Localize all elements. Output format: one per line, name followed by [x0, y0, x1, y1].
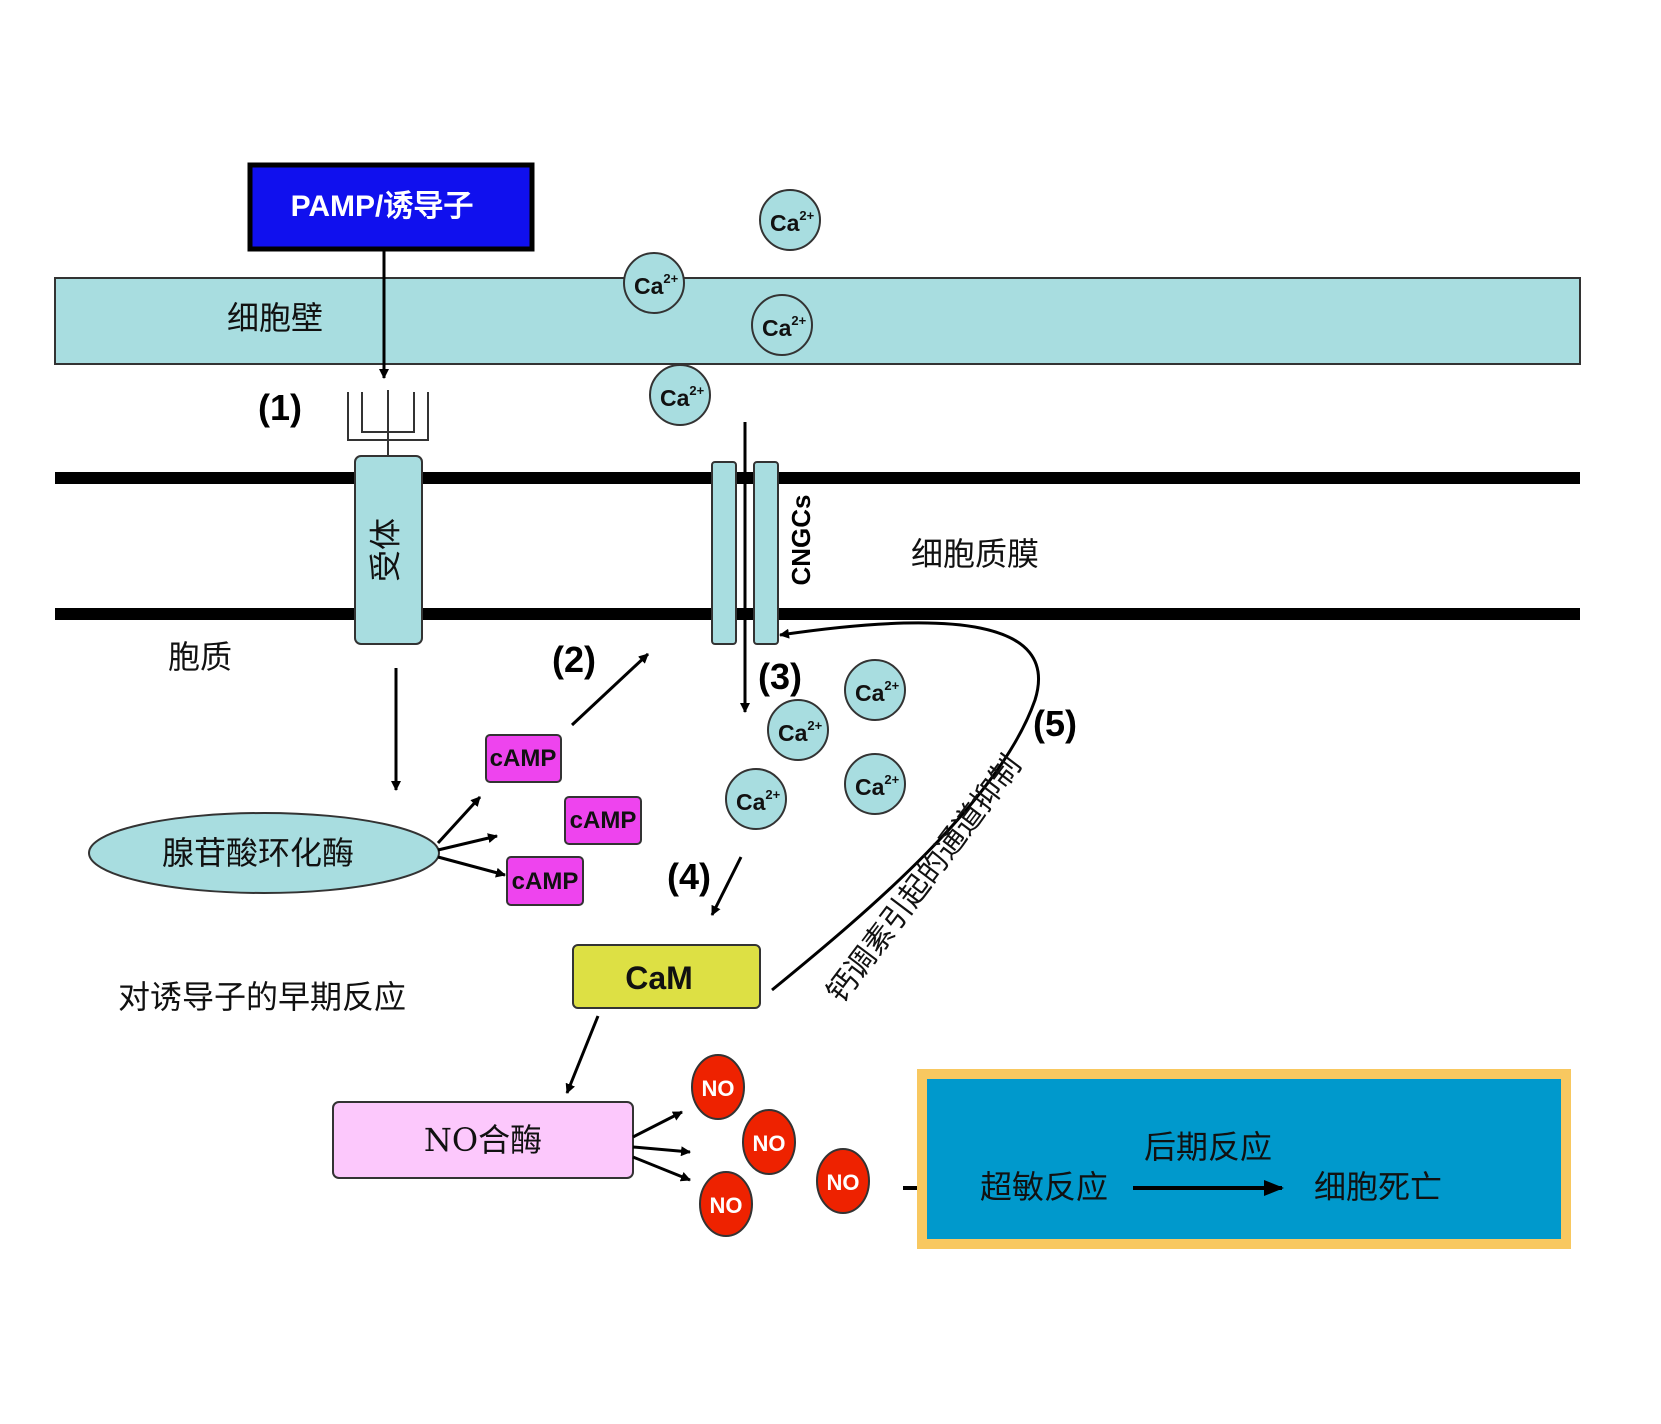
pamp-elicitor-box: PAMP/诱导子: [247, 162, 535, 252]
no-molecule: NO: [742, 1109, 796, 1175]
calcium-ion: Ca2+: [767, 699, 829, 761]
late-response-box: 后期反应 超敏反应 细胞死亡: [917, 1069, 1571, 1249]
svg-text:Ca2+: Ca2+: [762, 313, 807, 341]
no-label: NO: [827, 1170, 860, 1195]
adenylate-cyclase: 腺苷酸环化酶: [88, 812, 440, 894]
pamp-label: PAMP/诱导子: [291, 190, 474, 223]
receptor-label: 受体: [367, 518, 405, 582]
calcium-to-cam-arrow: [710, 856, 743, 916]
camp-label: cAMP: [512, 868, 579, 895]
no-label: NO: [702, 1076, 735, 1101]
step-1-label: (1): [258, 387, 302, 428]
cell-death-label: 细胞死亡: [1314, 1168, 1442, 1206]
step-3-label: (3): [758, 656, 802, 697]
cam-to-nos-arrow: [565, 1015, 600, 1094]
cam-label: CaM: [625, 960, 693, 996]
cngc-channel: CNGCs: [711, 461, 816, 645]
no-molecule: NO: [699, 1171, 753, 1237]
camp-label: cAMP: [490, 745, 557, 772]
calcium-ion: Ca2+: [725, 768, 787, 830]
plasma-membrane-label: 细胞质膜: [911, 535, 1039, 573]
hypersensitive-response-label: 超敏反应: [980, 1168, 1108, 1206]
calcium-ion: Ca2+: [759, 189, 821, 251]
nos-to-no-arrows: [632, 1110, 691, 1182]
svg-text:Ca2+: Ca2+: [660, 383, 705, 411]
calcium-ion: Ca2+: [623, 252, 685, 314]
svg-text:Ca2+: Ca2+: [634, 271, 679, 299]
step-4-label: (4): [667, 856, 711, 897]
nos-label: NO合酶: [424, 1121, 542, 1159]
inhibition-feedback-arrow: [771, 621, 1041, 992]
calcium-ion: Ca2+: [649, 364, 711, 426]
calcium-ion: Ca2+: [751, 294, 813, 356]
no-molecule: NO: [816, 1148, 870, 1214]
camp-box: cAMP: [485, 734, 562, 783]
cyclase-to-camp-arrows: [436, 795, 506, 878]
no-label: NO: [710, 1193, 743, 1218]
plasma-membrane: 细胞质膜: [55, 472, 1580, 620]
svg-text:Ca2+: Ca2+: [736, 787, 781, 815]
camp-box: cAMP: [564, 796, 642, 845]
cell-wall-label: 细胞壁: [227, 299, 323, 337]
camp-box: cAMP: [506, 856, 584, 906]
camp-label: cAMP: [570, 807, 637, 834]
svg-text:Ca2+: Ca2+: [778, 718, 823, 746]
receptor-fork: [347, 390, 429, 456]
calmodulin-box: CaM: [572, 944, 761, 1009]
early-response-label: 对诱导子的早期反应: [118, 978, 406, 1016]
receptor: 受体: [354, 455, 423, 645]
step-5-label: (5): [1033, 703, 1077, 744]
calcium-ion: Ca2+: [844, 659, 906, 721]
cngc-label: CNGCs: [786, 494, 816, 585]
svg-text:Ca2+: Ca2+: [770, 208, 815, 236]
svg-text:Ca2+: Ca2+: [855, 772, 900, 800]
cytoplasm-label: 胞质: [168, 638, 232, 676]
no-molecule: NO: [691, 1054, 745, 1120]
calcium-ion: Ca2+: [844, 753, 906, 815]
no-label: NO: [753, 1131, 786, 1156]
no-synthase-box: NO合酶: [332, 1101, 634, 1179]
adenylate-cyclase-label: 腺苷酸环化酶: [162, 834, 354, 872]
svg-text:Ca2+: Ca2+: [855, 678, 900, 706]
late-response-title: 后期反应: [1144, 1128, 1272, 1166]
step-2-label: (2): [552, 639, 596, 680]
camp-to-channel-arrow: [570, 652, 650, 727]
cell-wall: 细胞壁: [54, 277, 1581, 365]
